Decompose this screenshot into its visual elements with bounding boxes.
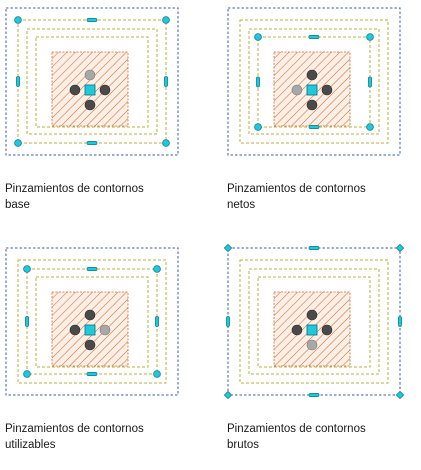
corner-grip (153, 265, 161, 273)
edge-grip-top (308, 35, 320, 39)
arrow-grip-right (321, 324, 333, 336)
corner-grip (162, 139, 170, 147)
corner-grip (23, 370, 31, 378)
arrow-grip-right (321, 84, 333, 96)
caption-line-2: base (5, 199, 30, 211)
gross-boundary (227, 7, 401, 156)
edge-grip-right (368, 76, 372, 88)
corner-grip (366, 33, 374, 41)
caption-line-2: netos (227, 199, 256, 211)
edge-grip-bottom (308, 125, 320, 129)
usable-boundary (26, 28, 158, 135)
edge-grip-top (86, 267, 98, 271)
arrow-grip-up (84, 309, 96, 321)
edge-grip-left (256, 76, 260, 88)
corner-grip (395, 390, 405, 400)
edge-grip-bottom (308, 393, 320, 397)
corner-grip (366, 123, 374, 131)
center-move-grip (306, 324, 318, 336)
caption-net: Pinzamientos de contornos netos (227, 181, 421, 213)
net-boundary (257, 276, 371, 368)
arrow-grip-up (84, 69, 96, 81)
caption-line-2: utilizables (5, 439, 56, 451)
arrow-grip-down (306, 339, 318, 351)
base-boundary (17, 259, 167, 384)
panel-base-boundary-grips: Pinzamientos de contornos base (0, 0, 200, 230)
boundary-diagram-gross (223, 243, 405, 400)
caption-line-1: Pinzamientos de contornos (5, 183, 144, 195)
arrow-grip-left (291, 84, 303, 96)
caption-line-1: Pinzamientos de contornos (5, 423, 144, 435)
arrow-grip-left (69, 324, 81, 336)
edge-grip-right (155, 316, 159, 327)
edge-grip-right (398, 316, 402, 327)
caption-line-1: Pinzamientos de contornos (227, 183, 366, 195)
arrow-grip-up (306, 309, 318, 321)
arrow-grip-left (69, 84, 81, 96)
edge-grip-bottom (86, 372, 98, 376)
boundary-diagram-usable (5, 247, 179, 396)
caption-line-2: brutos (227, 439, 259, 451)
caption-line-1: Pinzamientos de contornos (227, 423, 366, 435)
corner-grip (162, 16, 170, 24)
net-boundary (35, 36, 149, 128)
corner-grip (254, 33, 262, 41)
center-move-grip (84, 84, 96, 96)
gross-boundary (5, 7, 179, 156)
base-boundary (239, 259, 389, 384)
caption-usable: Pinzamientos de contornos utilizables (5, 421, 200, 453)
edge-grip-left (226, 316, 230, 327)
arrow-grip-right (99, 324, 111, 336)
center-move-grip (306, 84, 318, 96)
arrow-grip-down (84, 339, 96, 351)
panel-gross-boundary-grips: Pinzamientos de contornos brutos (222, 240, 421, 470)
corner-grip (14, 139, 22, 147)
corner-grip (223, 243, 233, 253)
base-boundary (239, 19, 389, 144)
corner-grip (254, 123, 262, 131)
edge-grip-top (86, 18, 98, 22)
center-move-grip (84, 324, 96, 336)
caption-base: Pinzamientos de contornos base (5, 181, 200, 213)
usable-boundary (248, 28, 380, 135)
gross-boundary (5, 247, 179, 396)
corner-grip (153, 370, 161, 378)
caption-gross: Pinzamientos de contornos brutos (227, 421, 421, 453)
panel-net-boundary-grips: Pinzamientos de contornos netos (222, 0, 421, 230)
net-boundary (35, 276, 149, 368)
boundary-diagram-base (5, 7, 179, 156)
corner-grip (23, 265, 31, 273)
edge-grip-right (164, 76, 168, 87)
arrow-grip-down (306, 99, 318, 111)
arrow-grip-down (84, 99, 96, 111)
edge-grip-left (25, 316, 29, 327)
edge-grip-left (16, 76, 20, 87)
arrow-grip-right (99, 84, 111, 96)
usable-boundary (248, 268, 380, 375)
panel-usable-boundary-grips: Pinzamientos de contornos utilizables (0, 240, 200, 470)
arrow-grip-left (291, 324, 303, 336)
corner-grip (395, 243, 405, 253)
arrow-grip-up (306, 69, 318, 81)
edge-grip-bottom (86, 141, 98, 145)
corner-grip (223, 390, 233, 400)
edge-grip-top (308, 246, 320, 250)
boundary-diagram-net (227, 7, 401, 156)
corner-grip (14, 16, 22, 24)
